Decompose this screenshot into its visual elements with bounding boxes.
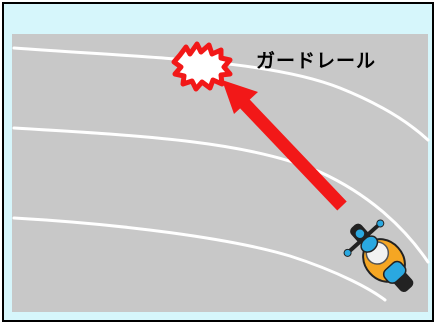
lane-line-bottom	[12, 216, 387, 302]
lane-line-top	[12, 46, 430, 142]
motorcycle-rider-icon	[343, 219, 414, 292]
impact-burst-icon	[171, 41, 233, 92]
arrow-icon	[222, 80, 347, 211]
guardrail-label: ガードレール	[256, 50, 377, 72]
